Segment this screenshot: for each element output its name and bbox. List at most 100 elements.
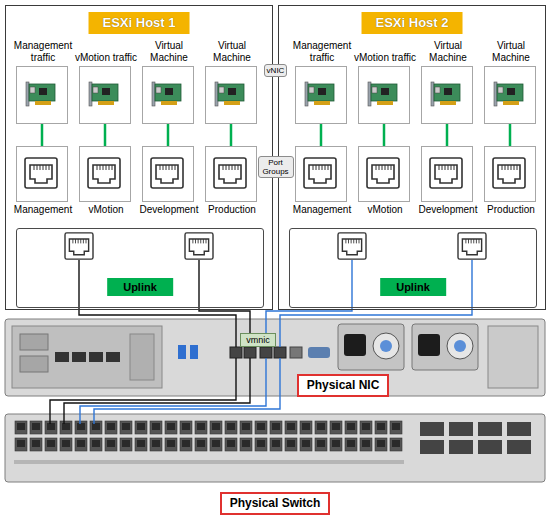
chassis-slot [20, 356, 48, 372]
chassis-panel [488, 326, 538, 388]
uplink-label: Uplink [380, 278, 446, 296]
vnic-link [509, 124, 512, 146]
nic-icon [368, 82, 397, 106]
uplink-panel: Uplink [16, 228, 264, 308]
callout-box: Physical Switch [220, 492, 331, 515]
port-group-label: Management [10, 204, 76, 216]
vnic-box: vMotion traffic [358, 66, 410, 124]
host2-cable [280, 260, 472, 347]
port-group-box: vMotion [79, 146, 131, 202]
nic-icon [494, 82, 523, 106]
nic-icon [305, 82, 334, 106]
qsfp-port [478, 440, 502, 454]
cables [50, 260, 472, 424]
host-title: ESXi Host 2 [362, 12, 463, 34]
port-icon [304, 158, 336, 188]
nic-icon [431, 82, 460, 106]
uplink-port [185, 233, 213, 259]
vnic-icons [26, 82, 523, 106]
vnic-link [230, 124, 233, 146]
vnic-box: Management traffic [16, 66, 68, 124]
nic-port [290, 347, 302, 358]
esxi-host-box: ESXi Host 2Management trafficvMotion tra… [278, 5, 546, 310]
callout-text: Physical Switch [230, 496, 321, 511]
uplink-label: Uplink [107, 278, 173, 296]
server-chassis [5, 319, 545, 396]
nic-icon [215, 82, 244, 106]
vnic-box: vMotion traffic [79, 66, 131, 124]
port-group-label: Development [415, 204, 481, 216]
port-group-label: vMotion [73, 204, 139, 216]
vnic-label: vMotion traffic [352, 52, 418, 64]
callout-tag: Port Groups [258, 156, 294, 178]
nic-port [244, 347, 256, 358]
host-title: ESXi Host 1 [89, 12, 190, 34]
qsfp-port [420, 422, 444, 436]
qsfp-port [449, 422, 473, 436]
vnic-label: Virtual Machine [415, 40, 481, 64]
port-group-box: Development [421, 146, 473, 202]
port-icon [367, 158, 399, 188]
chassis-slot [20, 334, 48, 350]
port-group-label: Production [478, 204, 544, 216]
nic-port [260, 347, 272, 358]
psu-fan [447, 333, 473, 359]
sfp-port [55, 352, 69, 362]
vnic-label: Virtual Machine [478, 40, 544, 64]
vga-port [308, 347, 330, 358]
tag-text: Port Groups [261, 158, 291, 176]
port-group-icons [25, 158, 525, 188]
host1-cable [64, 358, 250, 424]
callout-text: Physical NIC [307, 378, 380, 393]
switch-port-grid [14, 420, 404, 454]
port-group-label: Development [136, 204, 202, 216]
vnic-link [383, 124, 386, 146]
usb-port [178, 345, 186, 359]
qsfp-port [449, 440, 473, 454]
port-icon [151, 158, 183, 188]
vnic-label: Management traffic [289, 40, 355, 64]
port-icon [493, 158, 525, 188]
chassis-bay [12, 326, 162, 388]
port-icon [214, 158, 246, 188]
qsfp-port [507, 440, 531, 454]
host1-cable [50, 358, 236, 424]
port-group-label: Management [289, 204, 355, 216]
port-group-label: Production [199, 204, 265, 216]
vnic-box: Virtual Machine [142, 66, 194, 124]
vnic-link [320, 124, 323, 146]
chassis-body [5, 319, 545, 396]
chassis-slot [130, 334, 154, 380]
callout-tag: vNIC [264, 64, 288, 77]
host2-cable [80, 358, 266, 424]
vnic-box: Virtual Machine [421, 66, 473, 124]
sfp-port [106, 352, 120, 362]
port-group-box: Management [16, 146, 68, 202]
vnic-link [104, 124, 107, 146]
port-icon [430, 158, 462, 188]
uplink-port [65, 233, 93, 259]
vnic-link [167, 124, 170, 146]
port-group-box: Production [484, 146, 536, 202]
uplink-port [338, 233, 366, 259]
host2-cable [94, 358, 280, 424]
vnic-box: Management traffic [295, 66, 347, 124]
qsfp-port [420, 440, 444, 454]
tag-text: vNIC [267, 66, 285, 75]
vnic-label: vMotion traffic [73, 52, 139, 64]
vnic-box: Virtual Machine [484, 66, 536, 124]
vnic-label: Virtual Machine [136, 40, 202, 64]
power-supply [338, 324, 404, 370]
power-inlet [344, 334, 366, 356]
port-icon [88, 158, 120, 188]
vnic-label: Virtual Machine [199, 40, 265, 64]
esxi-host-box: ESXi Host 1Management trafficvMotion tra… [5, 5, 273, 310]
power-inlet [418, 334, 440, 356]
nic-icon [26, 82, 55, 106]
switch-led-strip [14, 460, 404, 464]
power-supply [412, 324, 478, 370]
psu-fan-hub [380, 340, 392, 352]
